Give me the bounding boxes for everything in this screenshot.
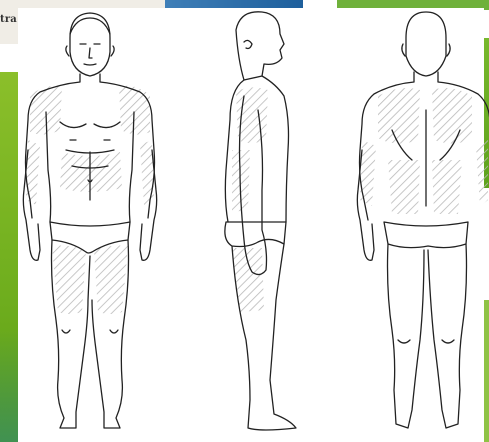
front-head [70, 13, 110, 76]
front-view-figure [23, 13, 156, 428]
side-view-figure [225, 12, 296, 430]
side-briefs [225, 222, 286, 247]
back-briefs [384, 222, 468, 248]
back-torso [360, 72, 489, 220]
back-arms [357, 150, 489, 260]
back-head [406, 12, 446, 76]
side-head [236, 12, 284, 80]
back-legs [388, 244, 467, 428]
back-view-figure [357, 12, 489, 428]
back-hatched-areas [360, 88, 488, 214]
